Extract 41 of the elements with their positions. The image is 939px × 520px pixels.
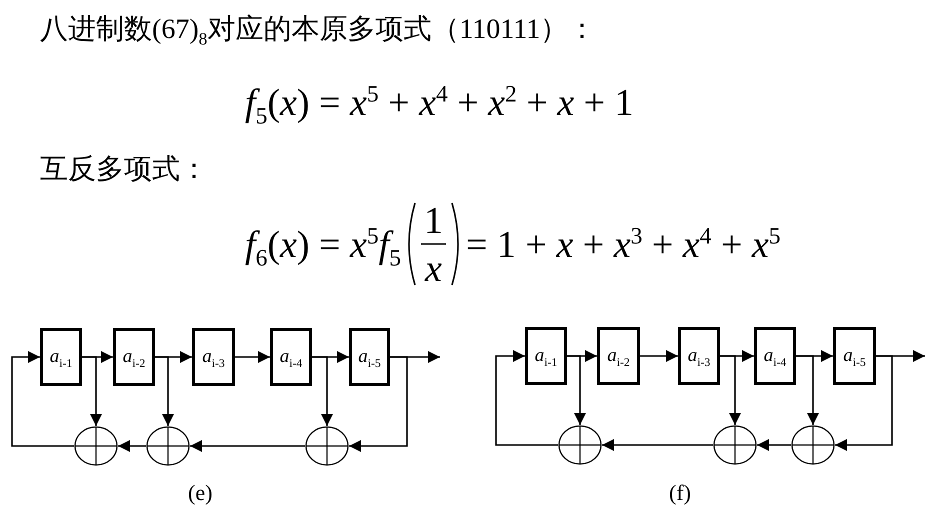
arrow [235, 351, 270, 363]
arrow [349, 356, 408, 452]
arrow [82, 356, 102, 426]
formula: = 1 + x + x$^{3}$ + x$^{4}$ + x$^{5}$ [466, 226, 781, 264]
register-box: a$_{i-1}$ [525, 327, 567, 385]
arrow [11, 351, 74, 447]
xor-symbol [305, 426, 349, 466]
text-line: 八进制数(67)$_{8}$对应的本原多项式（110111）： [40, 16, 596, 44]
register-box: a$_{i-3}$ [678, 327, 720, 385]
xor-symbol [558, 425, 602, 465]
arrow [602, 439, 713, 451]
arrow [155, 356, 174, 426]
arrow [567, 355, 586, 425]
register-box: a$_{i-1}$ [40, 328, 82, 386]
register-box: a$_{i-5}$ [833, 327, 876, 385]
fraction-denominator: x [425, 250, 442, 288]
arrow [190, 440, 305, 452]
arrow [835, 355, 893, 451]
formula: f$_{6}$(x) = x$^{5}$f$_{5}$ [245, 226, 401, 264]
figure-caption: (e) [188, 482, 212, 504]
arrow [118, 440, 146, 452]
fraction-numerator: 1 [424, 202, 443, 240]
xor-symbol [713, 425, 757, 465]
xor-symbol [146, 426, 190, 466]
text-line: 互反多项式： [40, 156, 208, 184]
arrow [312, 356, 333, 426]
register-box: a$_{i-5}$ [349, 328, 390, 386]
arrow [757, 439, 791, 451]
register-box: a$_{i-2}$ [113, 328, 155, 386]
figure-caption: (f) [669, 482, 691, 504]
register-box: a$_{i-4}$ [754, 327, 796, 385]
xor-symbol [791, 425, 835, 465]
arrow [796, 355, 819, 425]
register-box: a$_{i-2}$ [597, 327, 640, 385]
register-box: a$_{i-4}$ [270, 328, 312, 386]
register-box: a$_{i-3}$ [192, 328, 235, 386]
xor-symbol [74, 426, 118, 466]
formula: f$_{5}$(x) = x$^{5}$ + x$^{4}$ + x$^{2}$ + x + 1 [245, 84, 634, 122]
arrow [720, 355, 741, 425]
arrow [495, 350, 558, 446]
arrow [640, 350, 678, 362]
